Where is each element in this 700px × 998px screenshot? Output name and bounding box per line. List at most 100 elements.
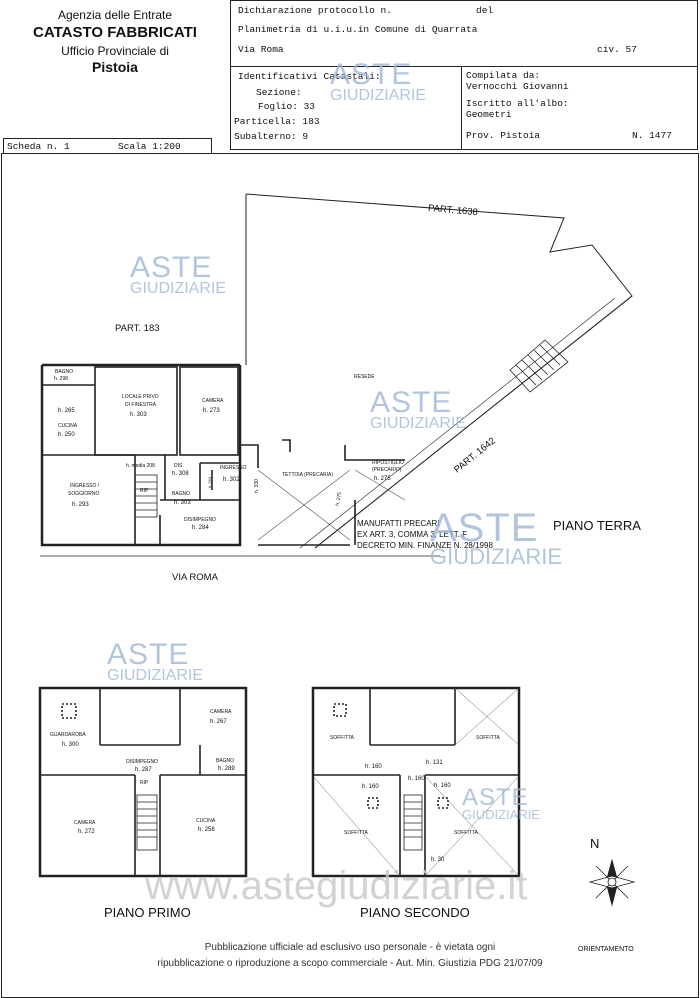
room-ripostiglio-height: h. 275 [374,476,391,482]
room-bagno-label: BAGNO [55,369,74,375]
ps-h160-a: h. 160 [365,764,382,770]
lot-outline [245,193,633,549]
piano-primo-title: PIANO PRIMO [104,905,191,920]
scala-label: Scala 1:200 [118,141,181,152]
particella-label: Particella: 183 [234,116,320,127]
ps-h30: h. 30 [431,857,445,863]
sezione-label: Sezione: [256,87,302,98]
ps-h160-c: h. 160 [434,783,451,789]
room-h265: h. 265 [58,408,75,414]
piano-secondo-title: PIANO SECONDO [360,905,470,920]
subalterno-label: Subalterno: 9 [234,131,309,142]
iscritto-label: Iscritto all'albo: [466,98,569,109]
ps-soffitta-2: SOFFITTA [476,735,500,741]
watermark-2: ASTE GIUDIZIARIE [330,60,426,104]
room-h330: h. 330 [253,479,260,493]
albo-label: Geometri [466,109,512,120]
watermark-site: www.astegiudiziarie.it [145,864,528,908]
room-dis-height: h. 308 [172,471,189,477]
room-locale-height: h. 303 [130,412,147,418]
del-label: del [476,5,494,16]
pp-bagno-height: h. 289 [218,766,235,772]
watermark-4: ASTE GIUDIZIARIE [430,508,562,568]
ps-h160-b: h. 160 [408,776,425,782]
agency-header: Agenzia delle Entrate CATASTO FABBRICATI… [0,0,230,110]
ps-h131: h. 131 [426,760,443,766]
wm-aste-3: ASTE [370,386,453,419]
footer-line2: ripubblicazione o riproduzione a scopo c… [157,958,543,969]
ps-h160-d: h. 160 [362,784,379,790]
pp-camera1-height: h. 267 [210,719,227,725]
ps-soffitta-4: SOFFITTA [454,830,478,836]
wm-aste-5: ASTE [107,638,190,671]
pp-cucina-height: h. 258 [198,827,215,833]
room-cucina-label: CUCINA [58,423,78,429]
dichiarazione-label: Dichiarazione protocollo n. [238,5,392,16]
via-roma-label: VIA ROMA [172,572,218,583]
compilata-label: Compilata da: [466,70,541,81]
wm-aste-4: ASTE [430,506,539,550]
room-bagno2-height: h. 303 [174,500,191,506]
pp-guardaroba-height: h. 300 [62,742,79,748]
ps-soffitta-1: SOFFITTA [330,735,354,741]
room-bagno2-label: BAGNO [172,491,191,497]
pp-camera2-label: CAMERA [74,820,96,826]
pp-camera2-height: h. 272 [78,829,95,835]
wm-giud-5: GIUDIZIARIE [107,667,204,684]
part-183-label: PART. 183 [115,323,160,334]
manufatti-line1: MANUFATTI PRECARI [357,519,440,528]
room-disimpegno-height: h. 284 [192,525,209,531]
room-rip-height: h. 264 [207,476,213,489]
room-ingresso-label: INGRESSO [220,465,247,471]
first-floor-walls [38,686,248,878]
identificativi-label: Identificativi Catastali: [238,71,381,82]
piano-terra-title: PIANO TERRA [553,518,641,533]
wm-aste-1: ASTE [130,251,213,284]
via-label: Via Roma [238,44,284,55]
room-ingresso-height: h. 302 [223,477,240,483]
wm-giud-4: GIUDIZIARIE [430,544,563,569]
agency-line4: Pistoia [92,59,138,75]
watermark-5: ASTE GIUDIZIARIE [107,640,203,684]
room-disimpegno-label: DISIMPEGNO [184,517,216,523]
wm-giud-2: GIUDIZIARIE [330,87,427,104]
room-hmedia: h. media 208 [126,463,155,469]
room-locale-label2: DI FINESTRA [125,402,157,408]
ps-soffitta-3: SOFFITTA [344,830,368,836]
pp-cucina-label: CUCINA [196,818,216,824]
room-ripostiglio-label2: (PRECARIO) [372,467,402,473]
room-camera-height: h. 273 [203,408,220,414]
second-floor-walls [311,686,521,878]
pp-guardaroba-label: GUARDAROBA [50,732,86,738]
wm-giud-6: GIUDIZIARIE [462,807,541,822]
ground-stairs [134,474,158,518]
wm-giud-3: GIUDIZIARIE [370,415,467,432]
resede-label: RESEDE [354,374,375,380]
wm-aste-2: ASTE [330,58,413,91]
manufatti-line2: EX ART. 3, COMMA 3, LETT. F [357,530,468,539]
external-stairs [509,339,569,393]
wm-aste-6: ASTE [462,784,529,811]
room-cucina-height: h. 250 [58,432,75,438]
compilatore-box [461,66,698,150]
room-bagno-height: h. 298 [54,376,68,382]
watermark-1: ASTE GIUDIZIARIE [130,253,226,297]
prov-label: Prov. Pistoia [466,130,541,141]
room-locale-label1: LOCALE PRIVO [122,394,159,400]
room-ripostiglio-label1: RIPOSTIGLIO [372,460,404,466]
compilatore-name: Vernocchi Giovanni [466,81,569,92]
watermark-3: ASTE GIUDIZIARIE [370,388,466,432]
room-dis-label: DIS [174,463,183,469]
room-rip-label: RIP [140,488,149,494]
agency-line2: CATASTO FABBRICATI [33,24,197,41]
foglio-label: Foglio: 33 [258,101,316,112]
room-soggiorno-label2: SOGGIORNO [68,491,100,497]
pp-disimpegno-label: DISIMPEGNO [126,759,158,765]
compass-n: N [590,836,600,851]
compass-rose-icon [588,858,636,907]
watermark-6: ASTE GIUDIZIARIE [462,784,541,822]
planimetria-label: Planimetria di u.i.u.in Comune di Quarra… [238,24,478,35]
compass-label: ORIENTAMENTO [578,946,634,953]
wm-giud-1: GIUDIZIARIE [130,280,227,297]
pp-bagno-label: BAGNO [216,758,235,764]
